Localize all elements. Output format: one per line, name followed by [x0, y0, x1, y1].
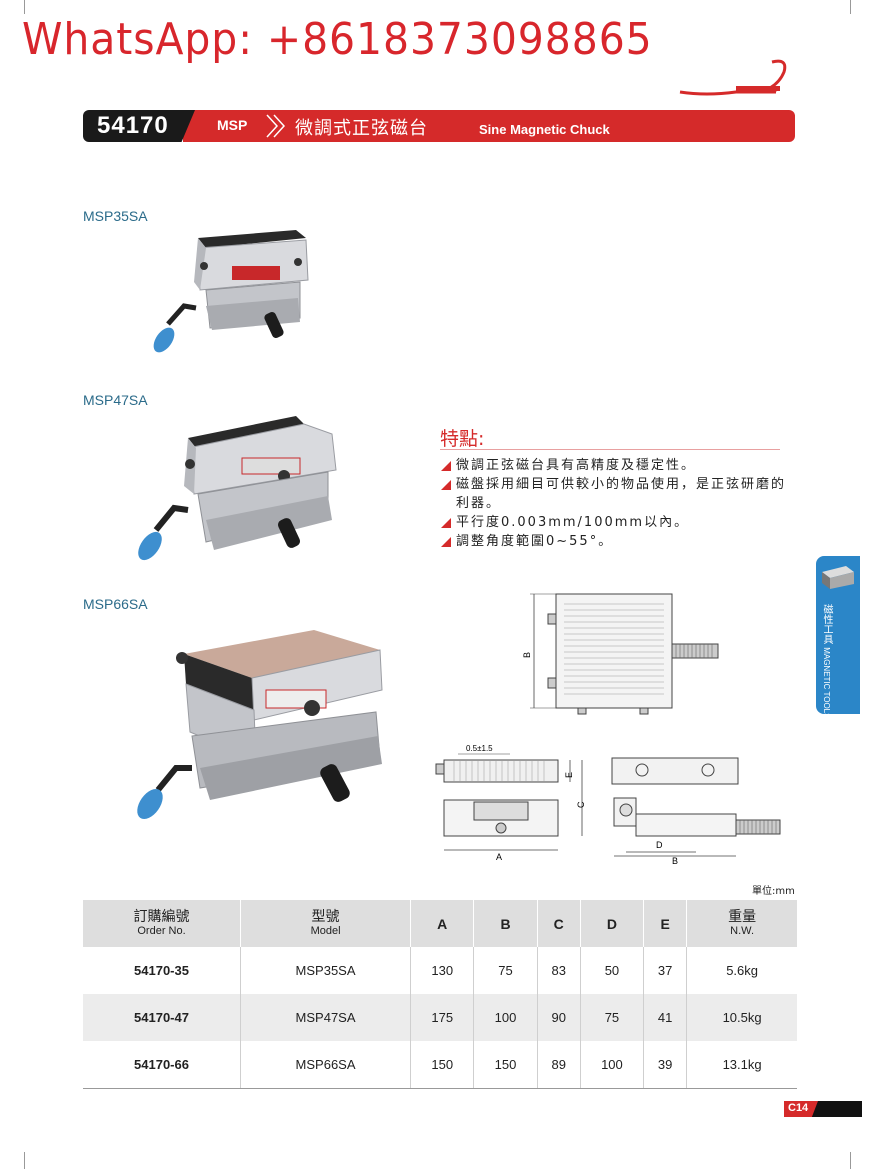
cell-model: MSP66SA — [240, 1041, 411, 1089]
brand-logo-fragment — [679, 59, 787, 96]
header-d: D — [579, 900, 644, 947]
feature-item: 微調正弦磁台具有高精度及穩定性。 — [440, 456, 790, 475]
cell-e: 37 — [643, 947, 687, 994]
side-tab-zh: 磁性工具 — [821, 604, 832, 644]
series-code: MSP — [217, 117, 248, 133]
cell-c: 89 — [536, 1041, 581, 1089]
model-label-msp47sa: MSP47SA — [83, 392, 148, 408]
side-tab-en: MAGNETIC TOOLS — [822, 647, 831, 719]
dim-label-b: B — [522, 652, 532, 658]
cell-weight: 10.5kg — [686, 994, 797, 1041]
table-row: 54170-47 MSP47SA 175 100 90 75 41 10.5kg — [83, 994, 797, 1041]
title-english: Sine Magnetic Chuck — [479, 122, 610, 137]
features-divider — [440, 449, 780, 450]
product-photo-msp47sa — [138, 416, 337, 561]
category-side-tab-label: 磁性工具 MAGNETIC TOOLS — [820, 604, 832, 718]
cell-order-no: 54170-35 — [134, 963, 189, 978]
dim-label-c: C — [576, 801, 586, 808]
cell-weight: 13.1kg — [686, 1041, 797, 1089]
table-row: 54170-35 MSP35SA 130 75 83 50 37 5.6kg — [83, 947, 797, 994]
title-chinese: 微調式正弦磁台 — [295, 118, 428, 139]
dim-label-tolerance: 0.5±1.5 — [466, 744, 493, 753]
whatsapp-watermark: WhatsApp: +8618373098865 — [22, 14, 653, 65]
feature-item: 平行度0.003mm/100mm以內。 — [440, 513, 790, 532]
cell-b: 75 — [473, 947, 538, 994]
page-number-accent — [784, 1101, 818, 1117]
dim-label-a: A — [496, 852, 502, 862]
cell-e: 41 — [643, 994, 687, 1041]
crop-mark — [24, 0, 25, 14]
header-b: B — [473, 900, 538, 947]
cell-e: 39 — [643, 1041, 687, 1089]
table-row: 54170-66 MSP66SA 150 150 89 100 39 13.1k… — [83, 1041, 797, 1089]
cell-order-no: 54170-66 — [83, 1041, 241, 1089]
crop-mark — [24, 1152, 25, 1169]
crop-mark — [850, 1152, 851, 1169]
category-side-tab — [816, 556, 860, 714]
dim-label-e: E — [564, 772, 574, 778]
product-photo-msp35sa — [153, 230, 309, 353]
cell-a: 175 — [410, 994, 474, 1041]
cell-b: 100 — [473, 994, 538, 1041]
product-photo-msp66sa — [137, 630, 383, 820]
header-black-band — [83, 110, 195, 142]
unit-note: 單位:mm — [752, 886, 795, 897]
technical-drawing-top-view: B — [522, 593, 719, 715]
model-label-msp35sa: MSP35SA — [83, 208, 148, 224]
header-e: E — [643, 900, 687, 947]
section-header: 54170 MSP 微調式正弦磁台 Sine Magnetic Chuck — [83, 110, 795, 142]
features-title: 特點: — [440, 428, 485, 450]
cell-d: 75 — [579, 994, 644, 1041]
cell-weight: 5.6kg — [686, 947, 797, 994]
cell-c: 90 — [536, 994, 581, 1041]
page-number: C14 — [788, 1102, 809, 1114]
cell-a: 130 — [410, 947, 474, 994]
cell-d: 100 — [579, 1041, 644, 1089]
section-number: 54170 — [97, 112, 169, 139]
cell-a: 150 — [410, 1041, 474, 1089]
cell-c: 83 — [536, 947, 581, 994]
header-c: C — [536, 900, 581, 947]
feature-item: 調整角度範圍0~55°。 — [440, 532, 790, 551]
cell-model: MSP35SA — [240, 947, 411, 994]
page-number-badge: C14 — [784, 1101, 862, 1117]
magnetic-tool-thumbnail-icon — [822, 566, 854, 589]
dim-label-d: D — [656, 840, 663, 850]
technical-drawing-side-view: D B — [611, 757, 781, 866]
header-a: A — [410, 900, 474, 947]
crop-mark — [850, 0, 851, 14]
model-label-msp66sa: MSP66SA — [83, 596, 148, 612]
dim-label-b-side: B — [672, 856, 678, 866]
technical-drawing-front-view: 0.5±1.5 A E C — [435, 744, 586, 862]
cell-order-no: 54170-47 — [83, 994, 241, 1041]
feature-item: 磁盤採用細目可供較小的物品使用，是正弦研磨的利器。 — [440, 475, 790, 513]
cell-d: 50 — [579, 947, 644, 994]
features-list: 微調正弦磁台具有高精度及穩定性。 磁盤採用細目可供較小的物品使用，是正弦研磨的利… — [440, 456, 790, 551]
cell-model: MSP47SA — [240, 994, 411, 1041]
chevron-right-icon — [266, 114, 286, 138]
cell-b: 150 — [473, 1041, 538, 1089]
